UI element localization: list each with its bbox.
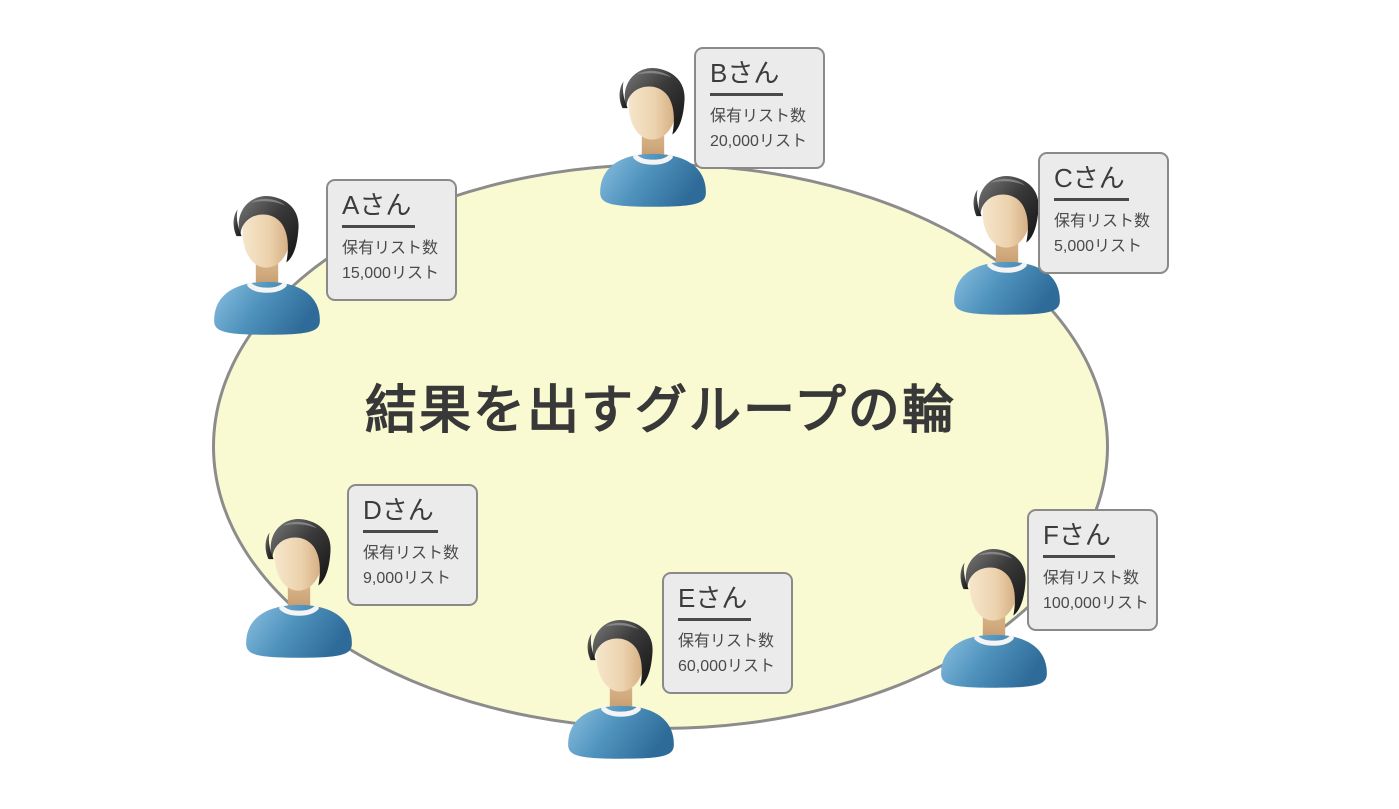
stat-value: 60,000リスト — [678, 658, 775, 676]
member-name: Fさん — [1043, 520, 1115, 558]
stat-label: 保有リスト数 — [363, 544, 460, 562]
member-card-b: Bさん 保有リスト数 20,000リスト — [694, 47, 825, 170]
stat-value: 100,000リスト — [1043, 595, 1149, 613]
stat-label: 保有リスト数 — [1054, 212, 1151, 230]
stat-value: 20,000リスト — [710, 133, 807, 151]
stat-label: 保有リスト数 — [710, 107, 807, 125]
stat-label: 保有リスト数 — [1043, 569, 1140, 587]
stat-label: 保有リスト数 — [678, 632, 775, 650]
stat-value: 5,000リスト — [1054, 238, 1143, 256]
member-card-c: Cさん 保有リスト数 5,000リスト — [1038, 152, 1169, 275]
member-name: Dさん — [363, 495, 438, 533]
member-card-e: Eさん 保有リスト数 60,000リスト — [662, 572, 793, 695]
member-name: Cさん — [1054, 163, 1129, 201]
member-card-f: Fさん 保有リスト数 100,000リスト — [1027, 509, 1158, 632]
person-icon-d — [238, 511, 360, 659]
member-name: Bさん — [710, 58, 784, 96]
member-card-d: Dさん 保有リスト数 9,000リスト — [347, 484, 478, 607]
group-title: 結果を出すグループの輪 — [365, 382, 956, 440]
member-card-a: Aさん 保有リスト数 15,000リスト — [326, 179, 457, 302]
stat-value: 15,000リスト — [342, 265, 439, 283]
stat-label: 保有リスト数 — [342, 239, 439, 257]
member-name: Aさん — [342, 190, 416, 228]
stat-value: 9,000リスト — [363, 570, 452, 588]
member-name: Eさん — [678, 583, 752, 621]
person-icon-a — [206, 188, 328, 336]
